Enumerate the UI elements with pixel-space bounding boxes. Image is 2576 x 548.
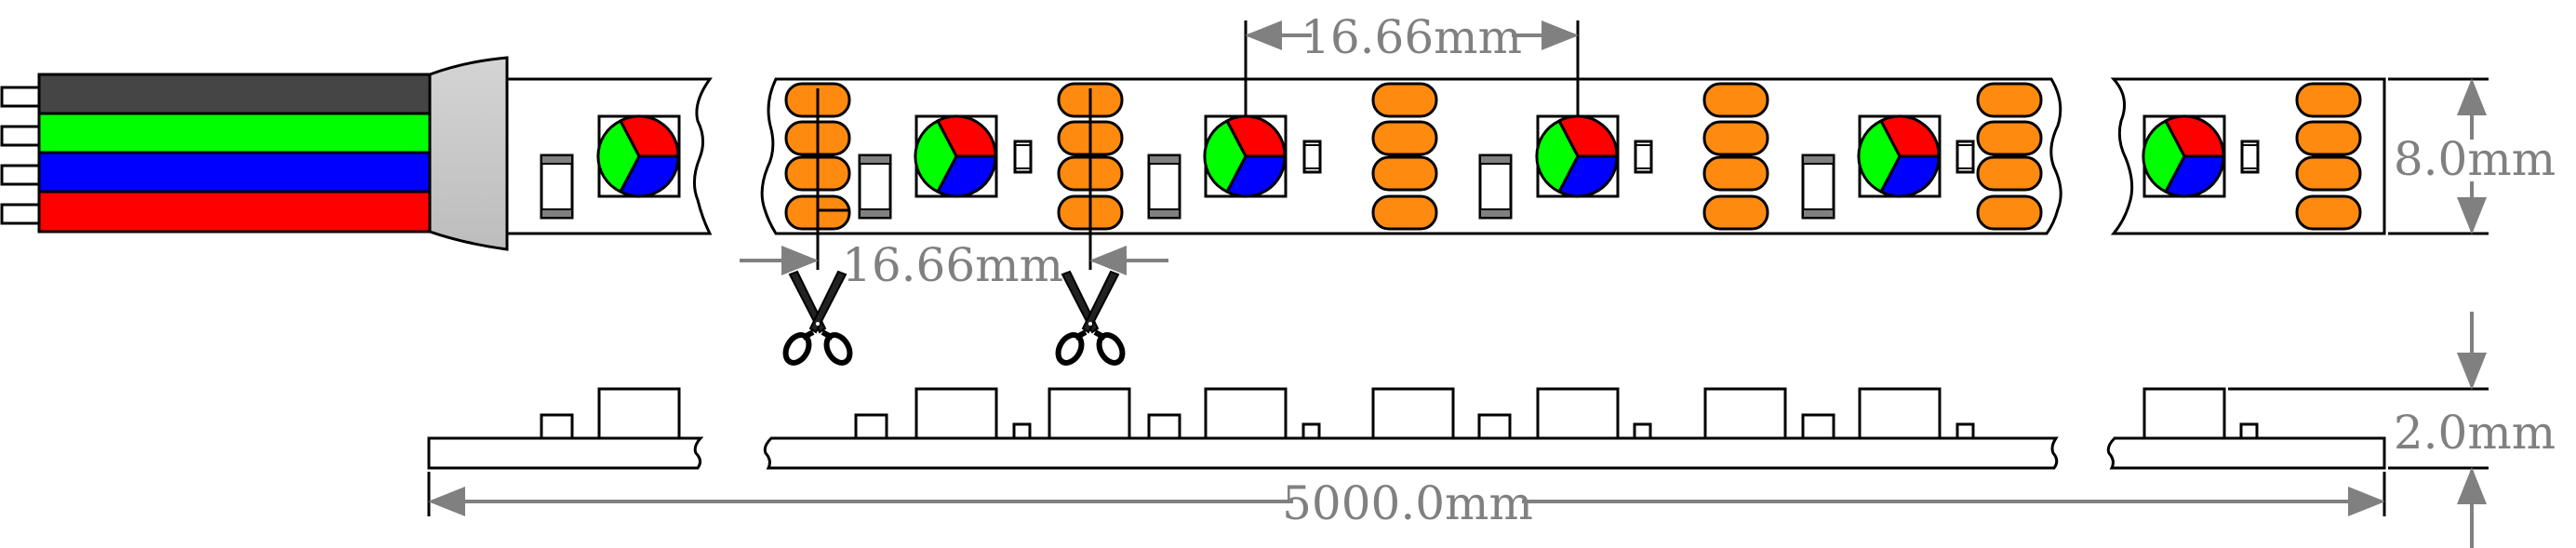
height-label: 2.0mm xyxy=(2394,406,2556,460)
length-label: 5000.0mm xyxy=(1282,476,1533,530)
strip-section-right xyxy=(2110,77,2386,235)
capacitor xyxy=(1302,140,1322,174)
resistor xyxy=(1147,154,1181,220)
rgb-led xyxy=(596,114,681,198)
width-label: 8.0mm xyxy=(2394,132,2556,186)
capacitor xyxy=(2240,140,2260,174)
strip-section-middle xyxy=(760,77,2062,270)
wire-blue xyxy=(37,151,432,194)
side-capacitor xyxy=(2239,422,2259,440)
rgb-led xyxy=(1203,114,1288,198)
side-components xyxy=(854,387,1975,440)
rgb-led xyxy=(1857,114,1942,198)
side-view: 2.0mm 5000.0mm xyxy=(427,312,2556,548)
capacitor xyxy=(1013,140,1033,174)
scissors-icon xyxy=(1053,272,1127,367)
dimension-width: 8.0mm xyxy=(2388,77,2556,235)
wire-bundle xyxy=(37,73,432,234)
top-view: 16.66mm 8.0mm 16.66mm xyxy=(0,10,2556,367)
dimension-led-pitch: 16.66mm xyxy=(1244,10,1580,116)
connector-sleeve xyxy=(428,56,509,251)
cut-pitch-label: 16.66mm xyxy=(842,238,1063,292)
rgb-led xyxy=(1535,114,1620,198)
led-pitch-label: 16.66mm xyxy=(1301,10,1522,64)
strip-section-left xyxy=(505,77,713,235)
capacitor xyxy=(1955,140,1975,174)
resistor xyxy=(1801,154,1835,220)
rgb-led xyxy=(2142,114,2226,198)
dimension-length: 5000.0mm xyxy=(427,472,2386,530)
side-led xyxy=(597,387,681,440)
side-base-right xyxy=(2106,436,2386,470)
rgb-led xyxy=(914,114,998,198)
side-resistor xyxy=(540,413,574,440)
wire-black xyxy=(37,73,432,115)
side-base-middle xyxy=(763,436,2059,470)
wire-green xyxy=(37,112,432,154)
capacitor xyxy=(1634,140,1653,174)
resistor xyxy=(1478,154,1513,220)
dimension-cut-pitch: 16.66mm xyxy=(740,238,1168,292)
side-led xyxy=(2142,387,2226,440)
wire-pins xyxy=(0,86,41,225)
resistor xyxy=(858,154,892,220)
resistor xyxy=(540,154,574,220)
side-base-left xyxy=(427,436,704,470)
wire-red xyxy=(37,190,432,234)
dimension-height: 2.0mm xyxy=(2228,312,2556,548)
